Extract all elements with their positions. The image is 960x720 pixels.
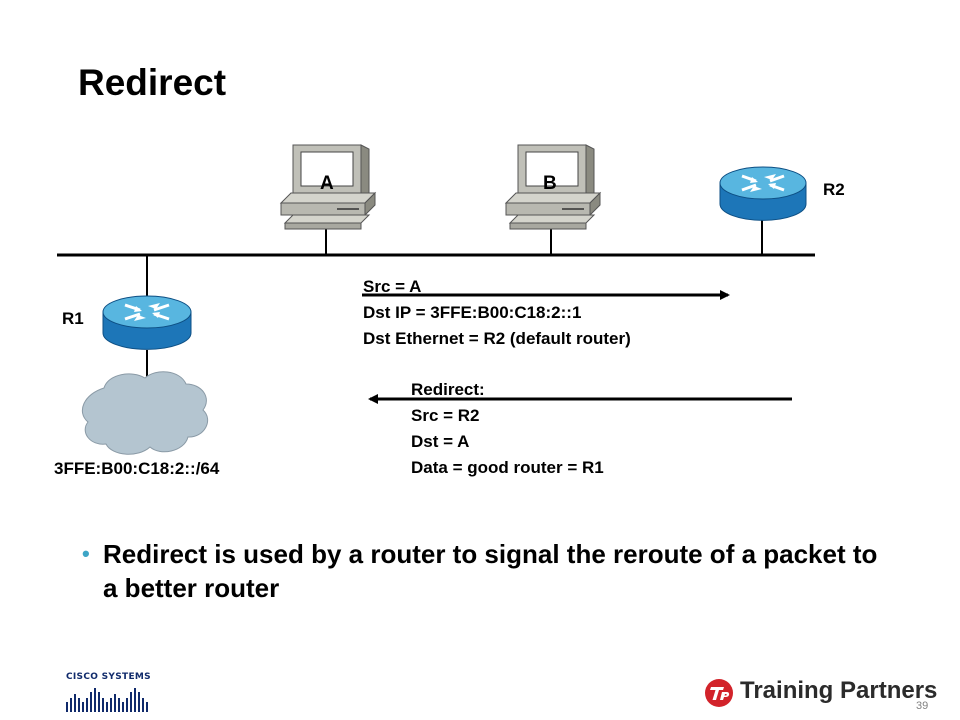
message-line: Redirect: <box>411 380 485 399</box>
slide-title: Redirect <box>78 62 227 103</box>
message-line: Data = good router = R1 <box>411 458 604 477</box>
redirect-message: Redirect: Src = R2 Dst = A Data = good r… <box>411 377 604 481</box>
router-r2-label: R2 <box>823 180 845 199</box>
cisco-logo-text: Cisco Systems <box>66 672 151 682</box>
page-number: 39 <box>916 700 929 712</box>
message-line: Src = A <box>363 277 422 296</box>
network-prefix-label: 3FFE:B00:C18:2::/64 <box>54 459 220 478</box>
computer-icon <box>279 144 377 230</box>
training-partners-logo: Training Partners <box>704 676 937 710</box>
host-a-label: A <box>320 173 334 194</box>
tp-logo-icon <box>705 679 733 707</box>
message-line: Dst IP = 3FFE:B00:C18:2::1 <box>363 303 582 322</box>
message-line: Dst Ethernet = R2 (default router) <box>363 329 631 348</box>
computer-icon <box>504 144 602 230</box>
cisco-bars-icon <box>66 688 148 712</box>
message-line: Src = R2 <box>411 406 480 425</box>
router-icon <box>719 166 807 221</box>
message-line: Dst = A <box>411 432 470 451</box>
network-cloud-icon <box>82 371 209 455</box>
message-to-r2: Src = A Dst IP = 3FFE:B00:C18:2::1 Dst E… <box>363 274 631 352</box>
cisco-logo: Cisco Systems <box>66 672 156 714</box>
router-icon <box>102 295 192 350</box>
host-b-label: B <box>543 173 557 194</box>
bullet-marker: • <box>82 541 90 566</box>
router-r1-label: R1 <box>62 309 84 328</box>
tp-logo-text: Training Partners <box>740 677 938 704</box>
bullet-item: Redirect is used by a router to signal t… <box>103 539 878 603</box>
